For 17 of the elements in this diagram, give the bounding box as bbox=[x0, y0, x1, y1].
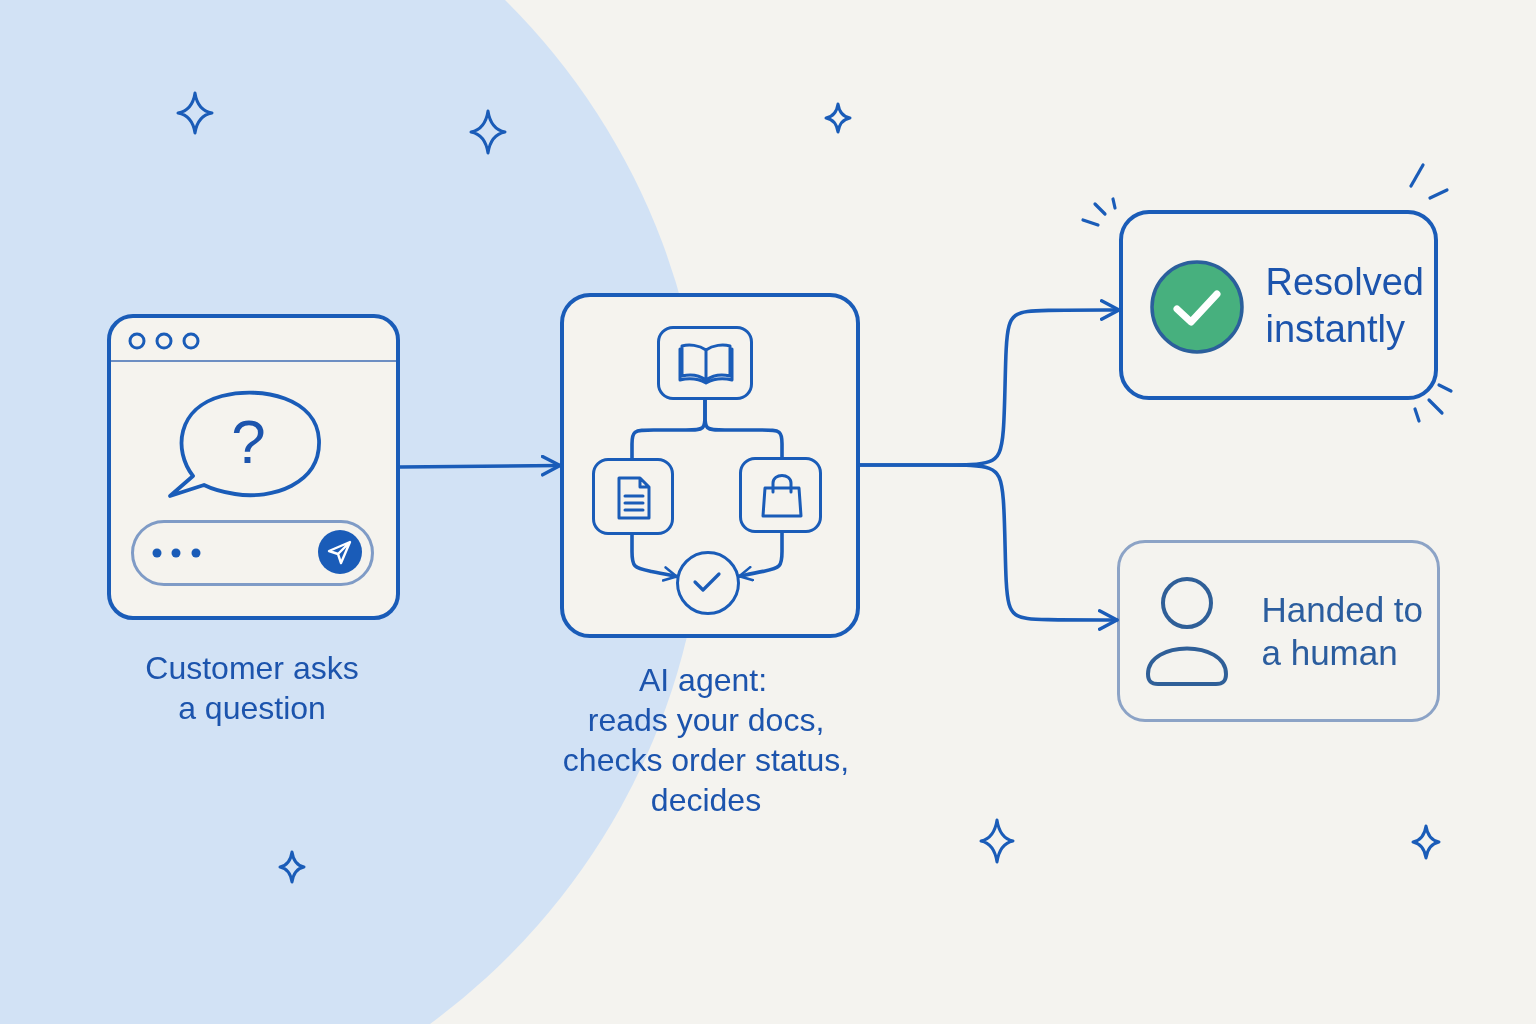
arrow bbox=[858, 463, 1119, 631]
browser-window bbox=[107, 314, 400, 620]
arrow bbox=[398, 454, 562, 477]
node-label: AI agent: bbox=[638, 661, 768, 700]
node-label: Handed to a human bbox=[1261, 588, 1425, 675]
arrow bbox=[737, 531, 784, 582]
arrow bbox=[630, 533, 679, 582]
bag-tile bbox=[738, 456, 822, 533]
result-box bbox=[1119, 210, 1438, 400]
node-label: Customer asks a question bbox=[144, 649, 360, 728]
agent-panel bbox=[560, 293, 860, 638]
document-tile bbox=[591, 457, 674, 535]
book-tile bbox=[656, 325, 753, 400]
question-mark: ? bbox=[231, 405, 266, 478]
node-label: reads your docs, checks order status, decides bbox=[561, 701, 851, 820]
node-label: Resolved instantly bbox=[1265, 259, 1425, 352]
result-box bbox=[1117, 540, 1440, 722]
